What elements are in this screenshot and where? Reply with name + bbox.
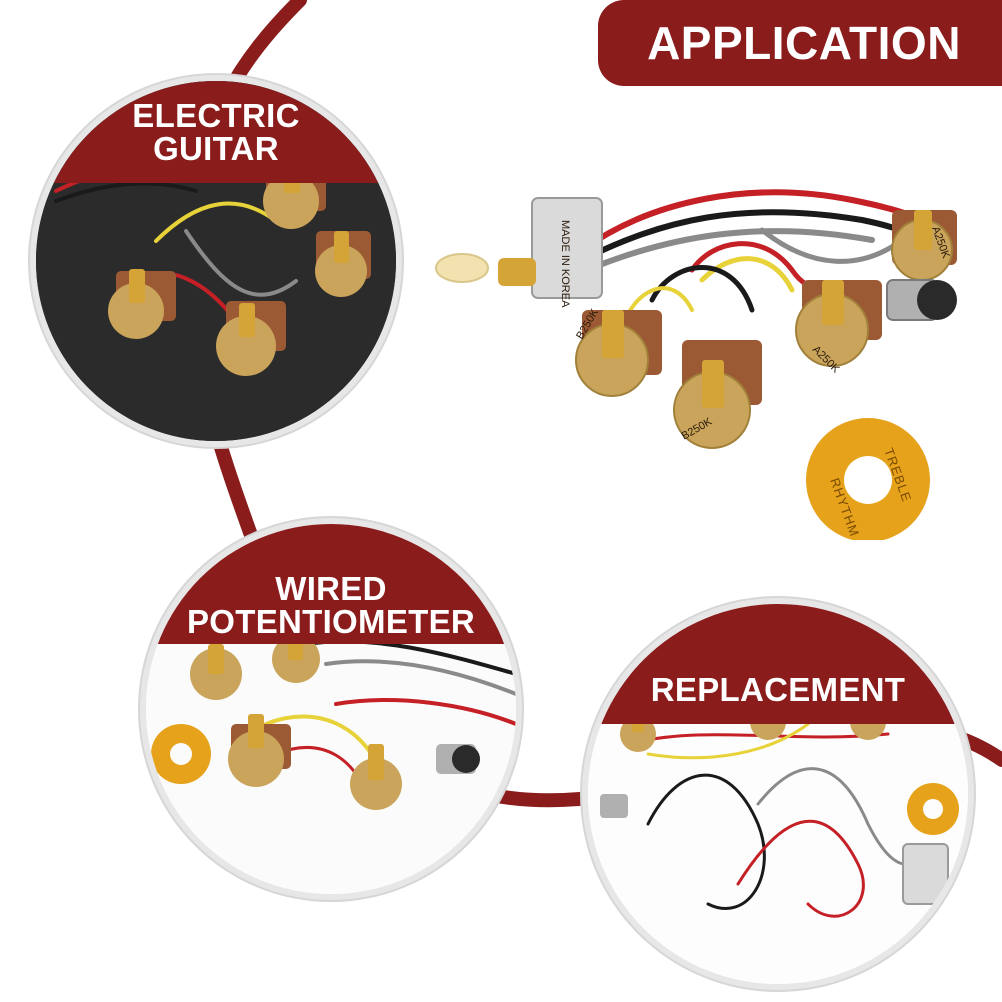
wired-label-line2: POTENTIOMETER — [186, 603, 476, 640]
replacement-circle: REPLACEMENT — [582, 598, 974, 990]
guitar-label-line2: GUITAR — [153, 130, 279, 167]
wired-label-band: WIRED POTENTIOMETER — [146, 524, 516, 644]
rhythm-treble-ring-icon: TREBLE RHYTHM — [806, 418, 930, 540]
potentiometer-icon: A250K — [891, 210, 957, 281]
replacement-label: REPLACEMENT — [650, 671, 906, 708]
guitar-label-band: ELECTRIC GUITAR — [36, 81, 396, 183]
toggle-switch-icon: MADE IN KOREA — [435, 197, 603, 308]
replacement-label-band: REPLACEMENT — [588, 604, 968, 724]
output-jack-icon — [886, 279, 957, 321]
guitar-label-line1: ELECTRIC — [132, 97, 300, 134]
wired-potentiometer-circle: WIRED POTENTIOMETER — [140, 518, 522, 900]
electric-guitar-circle: ELECTRIC GUITAR — [30, 75, 402, 447]
application-banner: APPLICATION — [598, 0, 1002, 86]
wired-label-line1: WIRED — [275, 570, 387, 607]
potentiometer-icon: B250K — [574, 306, 662, 397]
potentiometer-icon: A250K — [795, 280, 882, 376]
potentiometer-icon: B250K — [673, 340, 762, 449]
banner-title: APPLICATION — [647, 17, 961, 69]
switch-marking: MADE IN KOREA — [559, 220, 571, 308]
product-image: MADE IN KOREA B250K B250K A250K A250K TR… — [435, 189, 957, 540]
